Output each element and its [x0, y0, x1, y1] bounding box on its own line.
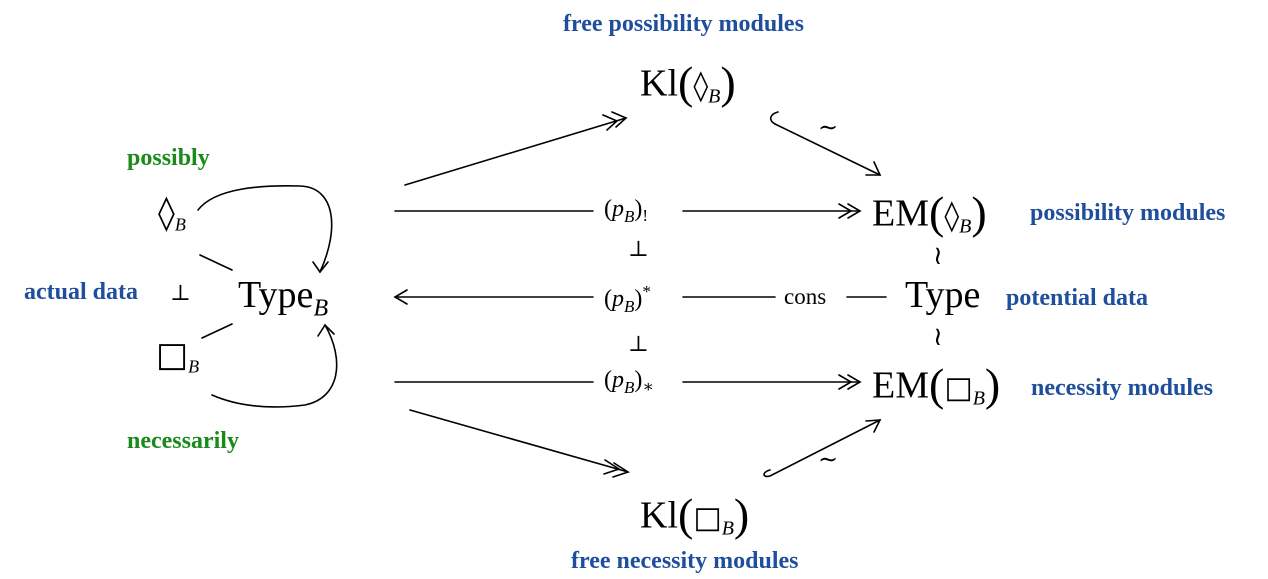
p-lowstar-sup: ∗: [642, 377, 654, 397]
kl-necessity-sub: B: [721, 517, 734, 540]
p-shriek-sup: !: [642, 206, 649, 226]
type-b-main: Type: [238, 274, 314, 316]
kl-necessity-node: Kl(□B): [640, 489, 750, 540]
diamond-b-node: ◊B: [158, 196, 186, 233]
necessity-modules-label: necessity modules: [1031, 375, 1213, 401]
loop-possibly: [197, 185, 333, 273]
arrow-head-p-star: [393, 289, 408, 305]
em-necessity-sub: B: [972, 387, 985, 410]
type-b-node: TypeB: [238, 276, 328, 320]
possibility-modules-label: possibility modules: [1030, 200, 1226, 226]
loop-necessarily-head: [317, 323, 335, 337]
arrow-head-p-shriek: [838, 203, 862, 219]
diamond-icon: ◊: [693, 68, 709, 104]
em-possibility-pre: EM: [872, 192, 929, 235]
em-necessity-pre: EM: [872, 364, 929, 407]
actual-data-label: actual data: [24, 279, 138, 305]
box-icon: □: [944, 370, 973, 406]
arrow-head-em-necessity-diag: [865, 419, 882, 433]
loop-necessarily-tail: [201, 323, 233, 339]
arrow-typeb-to-kl-necessity: [409, 409, 629, 473]
p-shriek-label: (pB)!: [604, 196, 649, 226]
p-star-sup: *: [642, 282, 651, 301]
arrow-kl-possibility-to-em-possibility: [769, 111, 881, 176]
p-star-label: (pB)*: [604, 282, 651, 316]
loop-necessarily: [211, 324, 338, 408]
p-shriek-sub: B: [624, 206, 635, 226]
p-lowstar-var: p: [612, 367, 624, 393]
tilde-bottom-symbol: ∼: [818, 447, 839, 473]
box-icon: □: [156, 335, 189, 375]
box-b-sub: B: [188, 356, 200, 377]
kl-possibility-node: Kl(◊B): [640, 57, 736, 108]
arrow-typeb-to-kl-possibility: [404, 117, 627, 186]
cons-label: cons: [784, 284, 827, 309]
diamond-b-sub: B: [174, 214, 186, 235]
perp-mid-lower-symbol: ⊥: [628, 331, 649, 356]
diamond-icon: ◊: [944, 198, 960, 234]
perp-left-symbol: ⊥: [170, 280, 191, 305]
loop-possibly-head: [312, 261, 329, 274]
p-lowstar-label: (pB)∗: [604, 367, 654, 397]
box-b-node: □B: [156, 338, 199, 375]
potential-data-label: potential data: [1006, 285, 1149, 311]
em-possibility-sub: B: [959, 215, 972, 238]
iso-upper-symbol: ≀: [933, 241, 943, 270]
p-star-sub: B: [624, 296, 635, 316]
arrow-head-kl-necessity: [603, 459, 630, 478]
arrow-kl-necessity-to-em-necessity: [763, 419, 881, 478]
kl-possibility-pre: Kl: [640, 62, 678, 105]
em-possibility-node: EM(◊B): [872, 187, 987, 238]
possibly-label: possibly: [127, 145, 210, 171]
kl-necessity-pre: Kl: [640, 494, 678, 537]
kl-possibility-sub: B: [708, 85, 721, 108]
p-lowstar-sub: B: [624, 377, 635, 397]
loop-possibly-tail: [199, 254, 233, 271]
p-shriek-var: p: [612, 196, 624, 222]
em-necessity-node: EM(□B): [872, 359, 1001, 410]
iso-lower-symbol: ≀: [933, 322, 943, 351]
free-possibility-modules-label: free possibility modules: [563, 11, 804, 37]
arrow-head-p-lowstar: [838, 374, 862, 390]
diamond-icon: ◊: [158, 193, 175, 233]
tilde-top-symbol: ∼: [818, 115, 839, 141]
type-b-sub: B: [313, 295, 329, 322]
arrow-head-em-possibility-diag: [865, 161, 882, 176]
free-necessity-modules-label: free necessity modules: [571, 548, 799, 574]
arrow-head-kl-possibility: [602, 111, 628, 131]
box-icon: □: [693, 500, 722, 536]
p-star-var: p: [612, 286, 624, 312]
necessarily-label: necessarily: [127, 428, 239, 454]
perp-mid-upper-symbol: ⊥: [628, 236, 649, 261]
type-node: Type: [905, 274, 981, 316]
